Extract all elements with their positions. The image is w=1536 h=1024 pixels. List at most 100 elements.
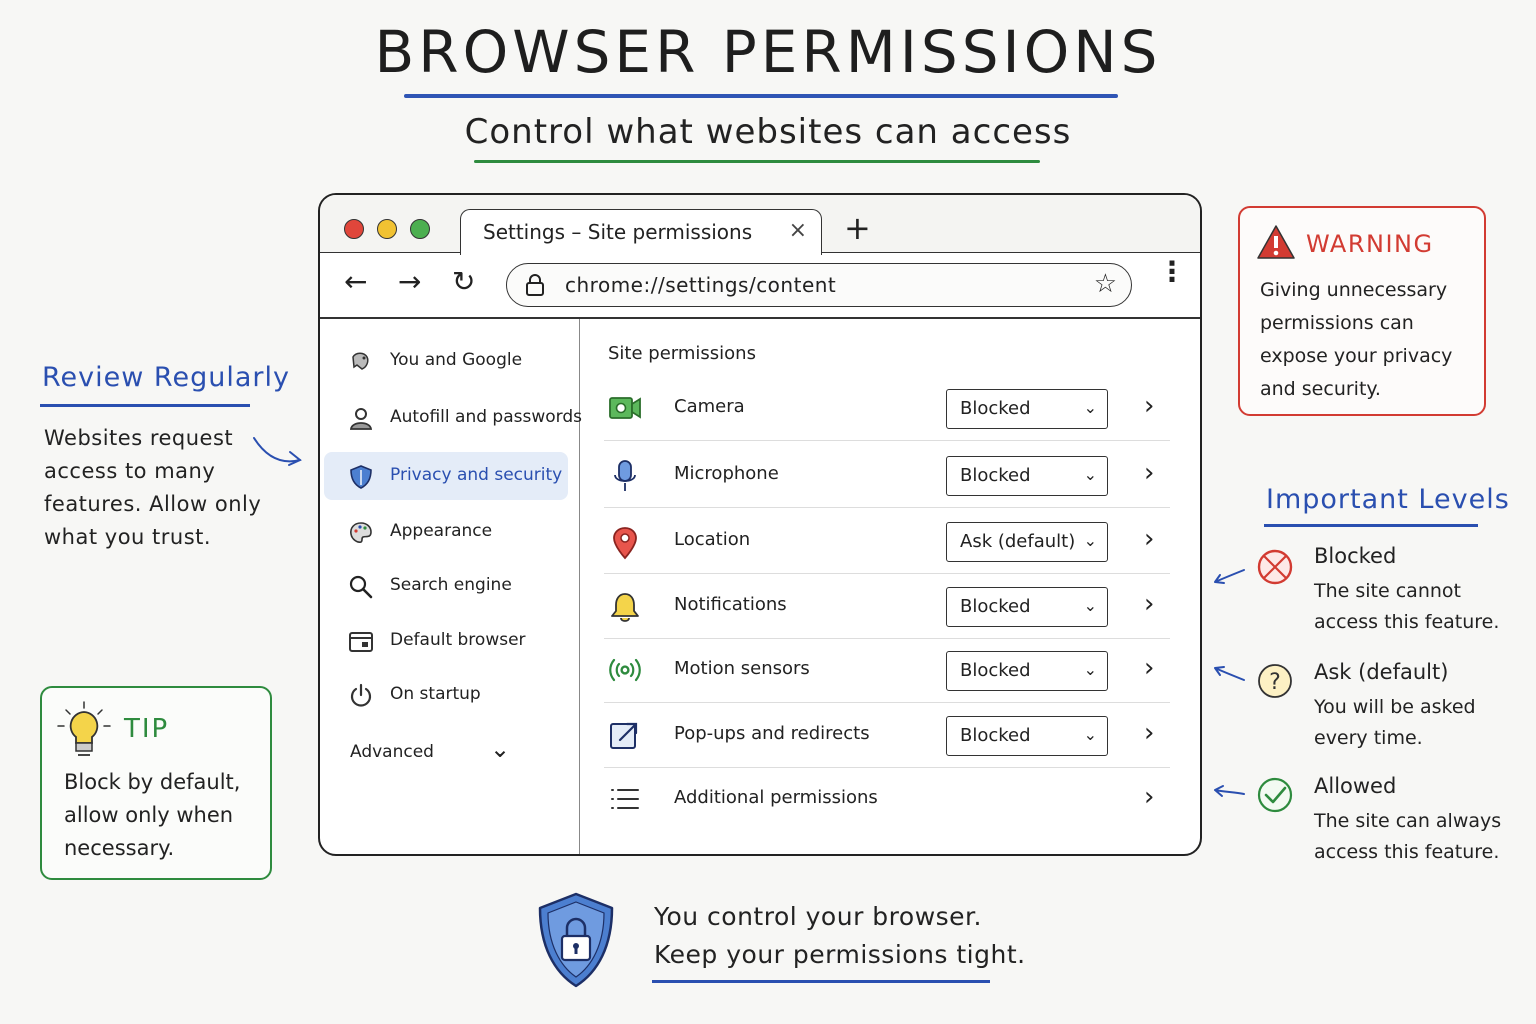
footer-underline: [652, 980, 990, 983]
blocked-icon: [1257, 549, 1293, 585]
browser-window-icon: [348, 629, 374, 655]
warning-body: Giving unnecessary permissions can expos…: [1260, 279, 1453, 400]
chevron-down-icon: ⌄: [1083, 531, 1097, 550]
level-desc: You will be asked every time.: [1314, 696, 1476, 749]
permission-label: Location: [674, 529, 751, 550]
warning-triangle-icon: [1257, 225, 1295, 259]
tip-box: TIP Block by default, allow only when ne…: [40, 686, 272, 880]
browser-menu-icon[interactable]: ⋮: [1158, 255, 1186, 288]
sidebar-item-label: Search engine: [390, 575, 512, 595]
permission-label: Camera: [674, 396, 745, 417]
sidebar-item-search-engine[interactable]: Search engine: [324, 562, 568, 610]
shield-lock-icon: [538, 892, 614, 988]
sidebar-item-default-browser[interactable]: Default browser: [324, 617, 568, 665]
warning-box: WARNING Giving unnecessary permissions c…: [1238, 206, 1486, 416]
chevron-right-icon[interactable]: ›: [1144, 653, 1155, 683]
sidebar-item-label: Appearance: [390, 521, 493, 541]
close-window-dot[interactable]: [344, 219, 364, 239]
review-underline: [40, 404, 250, 407]
permission-select[interactable]: Blocked⌄: [946, 389, 1108, 429]
permission-select[interactable]: Blocked⌄: [946, 587, 1108, 627]
permission-select[interactable]: Ask (default) ⌄: [946, 522, 1108, 562]
footer-line-2: Keep your permissions tight.: [654, 940, 1026, 969]
maximize-window-dot[interactable]: [410, 219, 430, 239]
tip-body: Block by default, allow only when necess…: [64, 770, 241, 860]
chevron-down-icon: ⌄: [1083, 398, 1097, 417]
sidebar-item-label: On startup: [390, 684, 481, 704]
level-name: Blocked: [1314, 544, 1397, 568]
browser-toolbar: ← → ↻ chrome://settings/content ☆ ⋮: [320, 253, 1200, 319]
back-icon[interactable]: ←: [344, 265, 368, 298]
new-tab-icon[interactable]: +: [844, 209, 871, 247]
permission-row-motion-sensors[interactable]: Motion sensors Blocked ⌄ ›: [604, 637, 1170, 703]
chevron-down-icon: ⌄: [490, 735, 511, 763]
tip-title: TIP: [124, 714, 170, 744]
review-arrow-icon: [253, 437, 302, 466]
sidebar-item-label: You and Google: [390, 350, 523, 370]
search-icon: [348, 574, 374, 600]
chevron-down-icon: ⌄: [1083, 660, 1097, 679]
arrow-left-icon: [1214, 666, 1245, 681]
page-title: BROWSER PERMISSIONS: [374, 18, 1162, 86]
sidebar-item-on-startup[interactable]: On startup: [324, 671, 568, 719]
address-bar[interactable]: chrome://settings/content ☆: [506, 263, 1132, 307]
permission-value: Blocked: [960, 465, 1031, 486]
motion-sensor-icon: [608, 655, 642, 685]
levels-underline: [1264, 524, 1478, 527]
question-icon: ?: [1258, 664, 1292, 698]
bookmark-star-icon[interactable]: ☆: [1093, 269, 1117, 299]
sidebar-item-you-and-google[interactable]: You and Google: [324, 337, 568, 385]
sidebar-item-label: Default browser: [390, 630, 526, 650]
review-regularly-body: Websites request access to many features…: [44, 426, 262, 549]
close-tab-icon[interactable]: ×: [788, 218, 807, 243]
permission-value: Ask (default): [960, 531, 1076, 552]
level-name: Ask (default): [1314, 660, 1449, 684]
location-pin-icon: [608, 526, 642, 560]
sidebar-item-autofill-and-passwords[interactable]: Autofill and passwords: [324, 394, 582, 442]
sidebar-item-appearance[interactable]: Appearance: [324, 508, 568, 556]
permission-row-camera[interactable]: Camera Blocked⌄ ›: [604, 375, 1170, 441]
footer-line-1: You control your browser.: [654, 902, 982, 931]
warning-title: WARNING: [1306, 230, 1434, 258]
permission-value: Blocked: [960, 660, 1031, 681]
permission-label: Additional permissions: [674, 787, 878, 808]
lightbulb-icon: [57, 701, 111, 756]
sidebar-advanced-toggle[interactable]: Advanced ⌄: [324, 729, 568, 777]
person-icon: [348, 406, 374, 432]
advanced-label: Advanced: [350, 742, 434, 762]
list-icon: [608, 784, 642, 814]
page-subtitle: Control what websites can access: [464, 112, 1072, 152]
permission-select[interactable]: Blocked⌄: [946, 456, 1108, 496]
permission-select[interactable]: Blocked ⌄: [946, 651, 1108, 691]
minimize-window-dot[interactable]: [377, 219, 397, 239]
chevron-right-icon[interactable]: ›: [1144, 391, 1155, 421]
permission-row-additional-permissions[interactable]: Additional permissions ›: [604, 766, 1170, 832]
level-name: Allowed: [1314, 774, 1397, 798]
permission-label: Pop-ups and redirects: [674, 723, 870, 744]
permission-value: Blocked: [960, 725, 1031, 746]
permission-row-pop-ups-and-redirects[interactable]: Pop-ups and redirects Blocked⌄ ›: [604, 702, 1170, 768]
permission-label: Notifications: [674, 594, 787, 615]
sidebar-item-label: Autofill and passwords: [390, 407, 582, 427]
forward-icon[interactable]: →: [398, 265, 422, 298]
levels-title: Important Levels: [1266, 484, 1510, 515]
popup-icon: [608, 720, 642, 750]
shield-icon: [348, 464, 374, 490]
chevron-right-icon[interactable]: ›: [1144, 589, 1155, 619]
chevron-right-icon[interactable]: ›: [1144, 458, 1155, 488]
sidebar-item-privacy-and-security[interactable]: Privacy and security: [324, 452, 568, 500]
chevron-right-icon[interactable]: ›: [1144, 524, 1155, 554]
permission-select[interactable]: Blocked⌄: [946, 716, 1108, 756]
permission-row-notifications[interactable]: Notifications Blocked⌄ ›: [604, 573, 1170, 639]
reload-icon[interactable]: ↻: [452, 265, 476, 298]
review-regularly-title: Review Regularly: [42, 362, 290, 393]
permission-value: Blocked: [960, 596, 1031, 617]
check-icon: [1257, 777, 1293, 813]
permission-row-location[interactable]: Location Ask (default) ⌄ ›: [604, 508, 1170, 574]
chevron-right-icon[interactable]: ›: [1144, 782, 1155, 812]
permission-label: Motion sensors: [674, 658, 810, 679]
tab-settings[interactable]: Settings – Site permissions ×: [460, 209, 822, 255]
chevron-right-icon[interactable]: ›: [1144, 718, 1155, 748]
